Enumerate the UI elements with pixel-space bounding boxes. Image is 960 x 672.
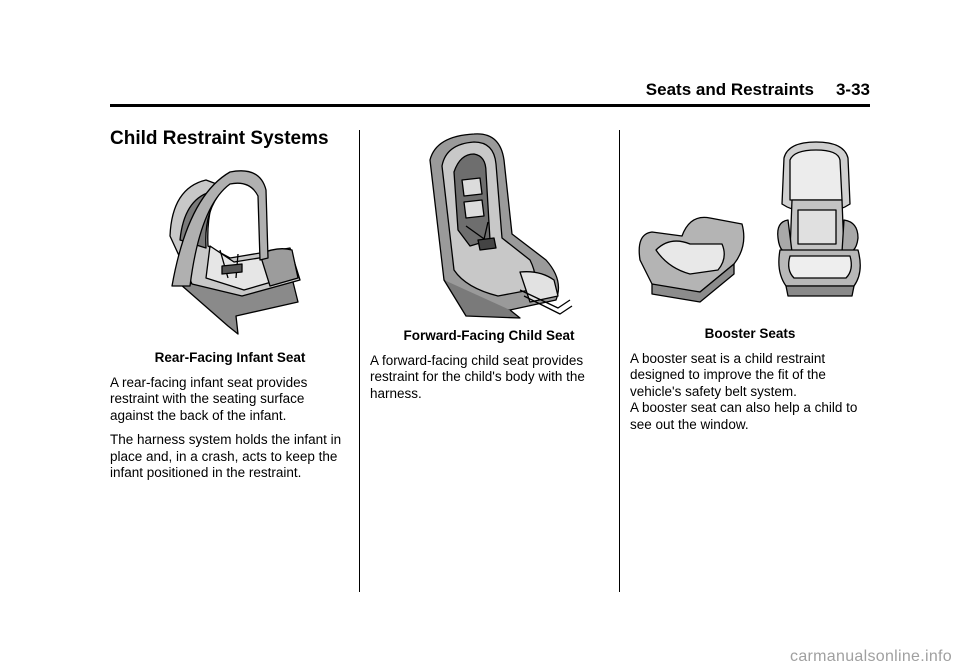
column-forward-facing: Forward-Facing Child Seat A forward-faci…: [370, 130, 608, 410]
section-title: Child Restraint Systems: [110, 128, 329, 149]
header-title: Seats and Restraints: [645, 80, 814, 99]
column-rear-facing: Rear-Facing Infant Seat A rear-facing in…: [110, 166, 350, 490]
column-booster: Booster Seats A booster seat is a child …: [630, 140, 870, 441]
watermark: carmanualsonline.info: [790, 648, 952, 665]
paragraph: A forward-facing child seat provides res…: [370, 352, 585, 401]
caption-forward-facing: Forward-Facing Child Seat: [403, 328, 575, 343]
forward-facing-child-seat-illustration: [429, 133, 573, 319]
paragraph: The harness system holds the infant in p…: [110, 432, 342, 480]
page-number: 3-33: [835, 80, 870, 99]
header-rule: [110, 104, 870, 107]
paragraph: A booster seat can also help a child to …: [630, 400, 858, 432]
caption-booster: Booster Seats: [704, 326, 796, 341]
page-header: Seats and Restraints 3-33: [110, 80, 870, 104]
paragraph: A booster seat is a child restraint desi…: [630, 350, 826, 399]
column-divider-2: [619, 130, 620, 592]
column-divider-1: [359, 130, 360, 592]
booster-seats-illustration: [638, 141, 861, 303]
paragraph: A rear-facing infant seat provides restr…: [110, 374, 308, 423]
rear-facing-infant-seat-illustration: [169, 170, 301, 335]
caption-rear-facing: Rear-Facing Infant Seat: [154, 350, 306, 365]
